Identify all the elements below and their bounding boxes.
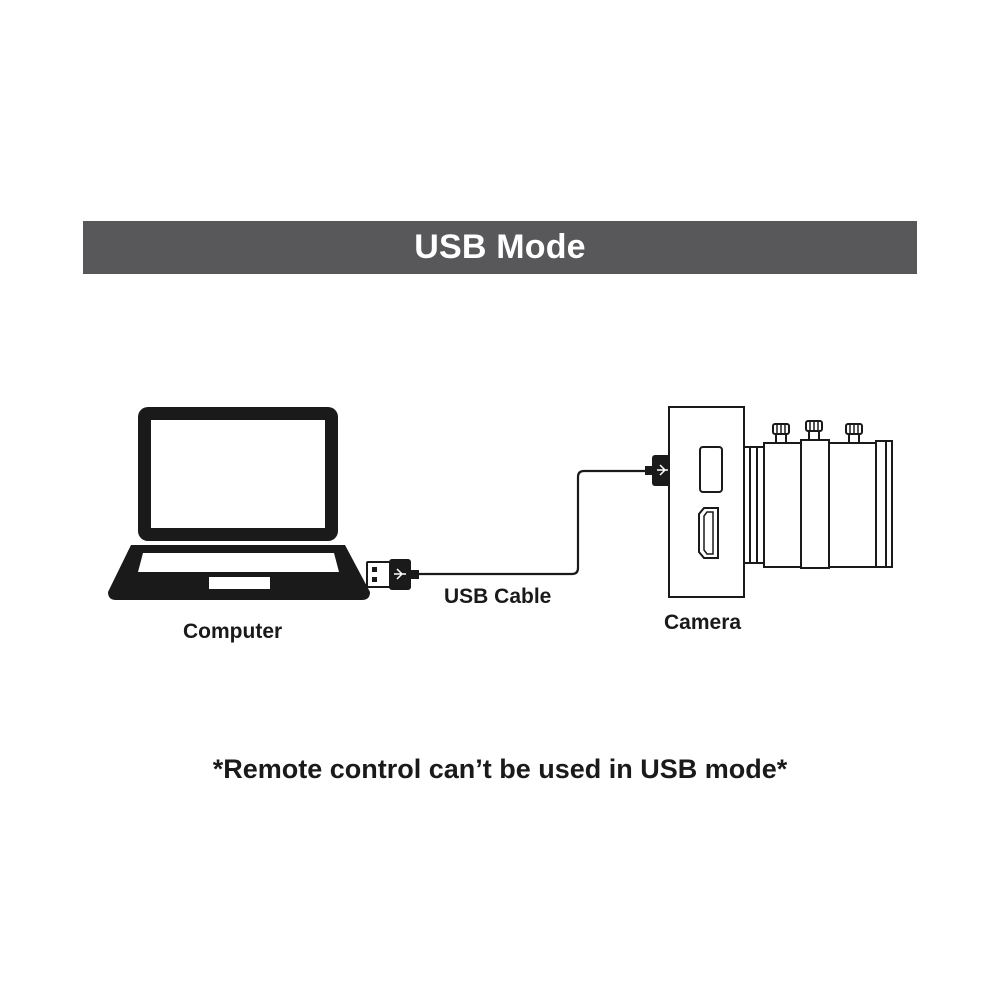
laptop-icon	[108, 407, 370, 600]
title-banner: USB Mode	[83, 221, 917, 274]
usb-cable-icon	[419, 469, 648, 576]
usb-plug-icon	[366, 559, 419, 590]
computer-label: Computer	[183, 620, 283, 643]
camera-icon	[668, 406, 745, 598]
usb-mode-note: *Remote control can’t be used in USB mod…	[212, 754, 788, 784]
camera-label: Camera	[664, 611, 742, 634]
usb-cable-label: USB Cable	[444, 585, 552, 608]
lens-icon	[743, 420, 893, 569]
banner-title: USB Mode	[414, 228, 586, 266]
